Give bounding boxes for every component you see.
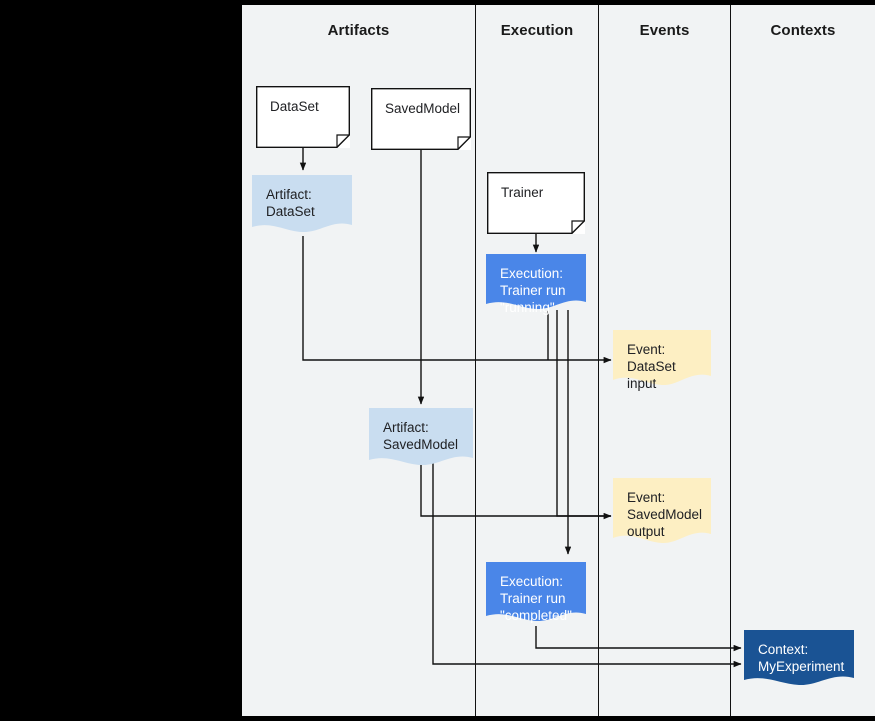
node-label: SavedModel [385, 101, 461, 116]
wavy-card-shape [369, 408, 473, 466]
folded-page-icon [256, 86, 350, 148]
node-label: Execution: Trainer run "completed" [500, 574, 572, 623]
node-label: Artifact: DataSet [266, 187, 315, 219]
folded-page-icon [371, 88, 471, 150]
lane-header-contexts: Contexts [770, 22, 836, 39]
lane-header-execution: Execution [500, 22, 574, 39]
node-savedmodel-type[interactable]: SavedModel [371, 88, 471, 150]
node-label: DataSet [270, 99, 319, 114]
folded-page-icon [487, 172, 585, 234]
wavy-card-shape [486, 254, 586, 310]
lane-divider-execution-events [598, 5, 599, 716]
node-trainer-type[interactable]: Trainer [487, 172, 585, 234]
wavy-card-shape [744, 630, 854, 686]
wavy-card-shape [252, 175, 352, 233]
node-execution-running[interactable]: Execution: Trainer run "running" [486, 254, 586, 315]
lane-header-events: Events [639, 22, 690, 39]
node-artifact-savedmodel[interactable]: Artifact: SavedModel [369, 408, 473, 469]
lane-header-artifacts: Artifacts [327, 22, 390, 39]
node-context-myexperiment[interactable]: Context: MyExperiment [744, 630, 854, 690]
node-event-dataset-input[interactable]: Event: DataSet input [613, 330, 711, 391]
node-execution-completed[interactable]: Execution: Trainer run "completed" [486, 562, 586, 626]
wavy-card-shape [613, 478, 711, 544]
node-artifact-dataset[interactable]: Artifact: DataSet [252, 175, 352, 236]
node-label: Context: MyExperiment [758, 642, 845, 674]
lane-divider-events-contexts [730, 5, 731, 716]
node-label: Artifact: SavedModel [383, 420, 459, 452]
lane-divider-artifacts-execution [475, 5, 476, 716]
node-label: Event: DataSet input [627, 342, 676, 391]
node-label: Execution: Trainer run "running" [500, 266, 566, 315]
node-label: Trainer [501, 185, 544, 200]
wavy-card-shape [613, 330, 711, 386]
node-label: Event: SavedModel output [627, 490, 703, 539]
node-event-savedmodel-output[interactable]: Event: SavedModel output [613, 478, 711, 548]
wavy-card-shape [486, 562, 586, 622]
node-dataset-type[interactable]: DataSet [256, 86, 350, 148]
